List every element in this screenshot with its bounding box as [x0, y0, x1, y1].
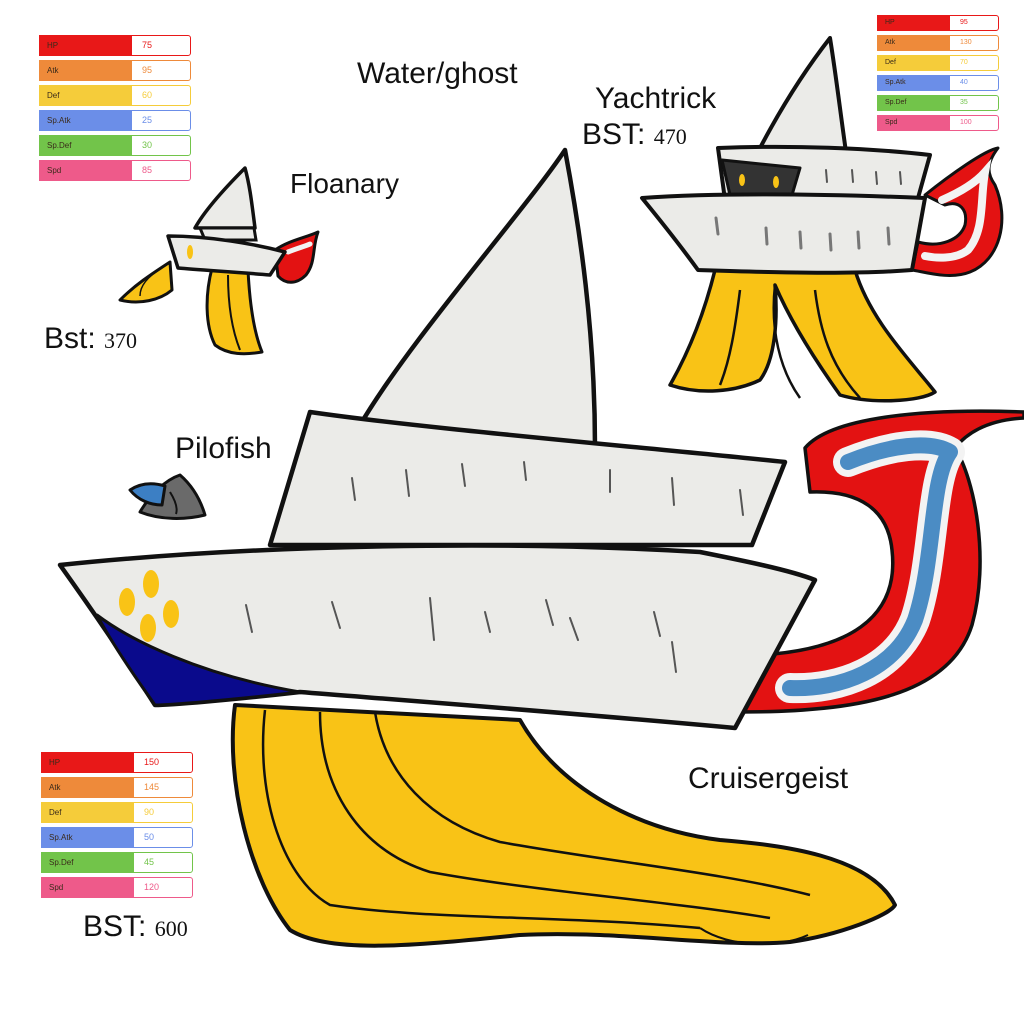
stat-name: Def — [39, 85, 131, 106]
cruisergeist-bst: BST: 600 — [83, 910, 188, 944]
type-title: Water/ghost — [357, 57, 518, 90]
stat-value: 95 — [131, 60, 191, 81]
stat-name: Atk — [877, 35, 949, 51]
floanary-hull — [166, 234, 287, 277]
floanary-bst-value: 370 — [104, 328, 138, 353]
stat-name: Atk — [41, 777, 133, 798]
stat-name: Spd — [877, 115, 949, 131]
floanary-sail — [193, 166, 257, 230]
yachtrick-name: Yachtrick — [595, 82, 717, 115]
stat-value: 120 — [133, 877, 193, 898]
stat-name: Sp.Atk — [41, 827, 133, 848]
stat-name: Spd — [39, 160, 131, 181]
floanary-tentacles — [205, 266, 264, 356]
stat-name: Sp.Atk — [877, 75, 949, 91]
stat-name: Spd — [41, 877, 133, 898]
yachtrick-hull — [640, 192, 927, 275]
yachtrick-tentacles — [668, 268, 937, 403]
stat-value: 100 — [949, 115, 999, 131]
cruisergeist-funnel — [738, 409, 1024, 714]
cruisergeist-eyes — [119, 570, 179, 642]
stat-value: 40 — [949, 75, 999, 91]
stat-value: 60 — [131, 85, 191, 106]
floanary-bst-label: Bst: — [44, 322, 96, 355]
floanary-bst: Bst: 370 — [44, 322, 137, 356]
stat-name: Sp.Def — [41, 852, 133, 873]
stat-value: 30 — [131, 135, 191, 156]
stat-name: Atk — [39, 60, 131, 81]
stat-value: 45 — [133, 852, 193, 873]
stat-name: HP — [877, 15, 949, 31]
cruisergeist-tentacles — [230, 703, 897, 948]
yachtrick-drawing — [640, 36, 1004, 403]
cruisergeist-upper-windows — [351, 461, 744, 516]
cruisergeist-drawing — [57, 147, 1024, 948]
stat-value: 25 — [131, 110, 191, 131]
stat-value: 70 — [949, 55, 999, 71]
stat-value: 145 — [133, 777, 193, 798]
cruisergeist-hull-windows — [245, 597, 677, 673]
pilofish-name: Pilofish — [175, 432, 272, 465]
yachtrick-sail — [758, 36, 848, 154]
yachtrick-bst-value: 470 — [653, 124, 687, 149]
stat-value: 90 — [133, 802, 193, 823]
stat-value: 75 — [131, 35, 191, 56]
stat-name: HP — [41, 752, 133, 773]
stat-value: 35 — [949, 95, 999, 111]
pilofish-drawing — [128, 473, 207, 520]
cruisergeist-name: Cruisergeist — [688, 762, 849, 795]
stat-value: 150 — [133, 752, 193, 773]
stat-name: Sp.Def — [39, 135, 131, 156]
pilofish-fin — [128, 482, 167, 507]
stat-name: Sp.Def — [877, 95, 949, 111]
yachtrick-bst-label: BST: — [582, 118, 646, 151]
cruisergeist-upper-deck — [267, 409, 788, 548]
yachtrick-bst: BST: 470 — [582, 118, 687, 152]
cruisergeist-hull-bottom — [95, 613, 302, 707]
yachtrick-hull-windows — [714, 216, 891, 252]
floanary-drawing — [118, 166, 320, 356]
stat-name: Def — [41, 802, 133, 823]
stat-value: 85 — [131, 160, 191, 181]
stat-name: Def — [877, 55, 949, 71]
stat-value: 95 — [949, 15, 999, 31]
floanary-name: Floanary — [290, 168, 399, 199]
stat-value: 50 — [133, 827, 193, 848]
yachtrick-upper-windows — [825, 169, 902, 185]
stat-name: HP — [39, 35, 131, 56]
cruisergeist-bst-value: 600 — [154, 916, 188, 941]
cruisergeist-bst-label: BST: — [83, 910, 147, 943]
stat-name: Sp.Atk — [39, 110, 131, 131]
stat-value: 130 — [949, 35, 999, 51]
